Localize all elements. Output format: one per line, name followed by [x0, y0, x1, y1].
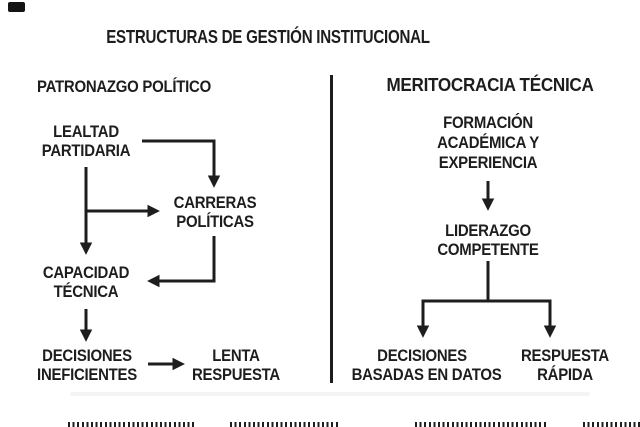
node-lenta-respuesta: LENTA RESPUESTA — [188, 346, 285, 384]
node-line: LEALTAD — [53, 122, 119, 141]
cropped-text-fragment — [415, 422, 548, 427]
node-line: LIDERAZGO — [445, 221, 531, 240]
node-line: RÁPIDA — [537, 365, 593, 384]
node-line: POLÍTICAS — [176, 212, 254, 231]
node-respuesta-rapida: RESPUESTA RÁPIDA — [517, 346, 614, 384]
arrow-lealtad-to-carreras — [142, 139, 221, 188]
faint-artifact-band — [70, 392, 590, 396]
cropped-text-fragment — [583, 422, 640, 427]
page-title-text: ESTRUCTURAS DE GESTIÓN INSTITUCIONAL — [106, 27, 430, 47]
connector-liderazgo-split — [421, 261, 552, 303]
node-liderazgo-competente: LIDERAZGO COMPETENTE — [435, 221, 541, 259]
node-line: CARRERAS — [173, 193, 257, 212]
node-line: COMPETENTE — [437, 240, 539, 259]
node-line: TÉCNICA — [53, 282, 119, 301]
node-line: PARTIDARIA — [41, 141, 131, 160]
node-line: RESPUESTA — [521, 346, 609, 365]
node-line: EXPERIENCIA — [438, 153, 538, 172]
corner-artifact — [8, 2, 25, 12]
node-carreras-politicas: CARRERAS POLÍTICAS — [162, 193, 268, 231]
node-line: CAPACIDAD — [42, 263, 130, 282]
column-header-patronazgo: PATRONAZGO POLÍTICO — [36, 77, 212, 96]
column-divider-line — [330, 75, 333, 383]
arrow-carreras-to-capacidad — [147, 236, 216, 288]
column-header-text: MERITOCRACIA TÉCNICA — [386, 75, 594, 95]
node-decisiones-ineficientes: DECISIONES INEFICIENTES — [25, 346, 148, 384]
node-lealtad-partidaria: LEALTAD PARTIDARIA — [24, 122, 147, 160]
node-decisiones-basadas-en-datos: DECISIONES BASADAS EN DATOS — [351, 346, 502, 384]
page-title: ESTRUCTURAS DE GESTIÓN INSTITUCIONAL — [66, 27, 469, 47]
column-header-text: PATRONAZGO POLÍTICO — [37, 77, 211, 96]
node-line: RESPUESTA — [192, 365, 280, 384]
node-capacidad-tecnica: CAPACIDAD TÉCNICA — [33, 263, 139, 301]
node-line: FORMACIÓN — [443, 113, 533, 132]
node-line: DECISIONES — [42, 346, 132, 365]
node-formacion-academica-experiencia: FORMACIÓN ACADÉMICA Y EXPERIENCIA — [426, 113, 549, 173]
cropped-text-fragment — [68, 422, 196, 427]
node-line: DECISIONES — [377, 346, 467, 365]
cropped-text-fragment — [230, 422, 340, 427]
node-line: ACADÉMICA Y — [437, 133, 539, 152]
column-header-meritocracia: MERITOCRACIA TÉCNICA — [386, 76, 595, 95]
node-line: INEFICIENTES — [37, 365, 137, 384]
node-line: LENTA — [212, 346, 260, 365]
node-line: BASADAS EN DATOS — [351, 365, 502, 384]
